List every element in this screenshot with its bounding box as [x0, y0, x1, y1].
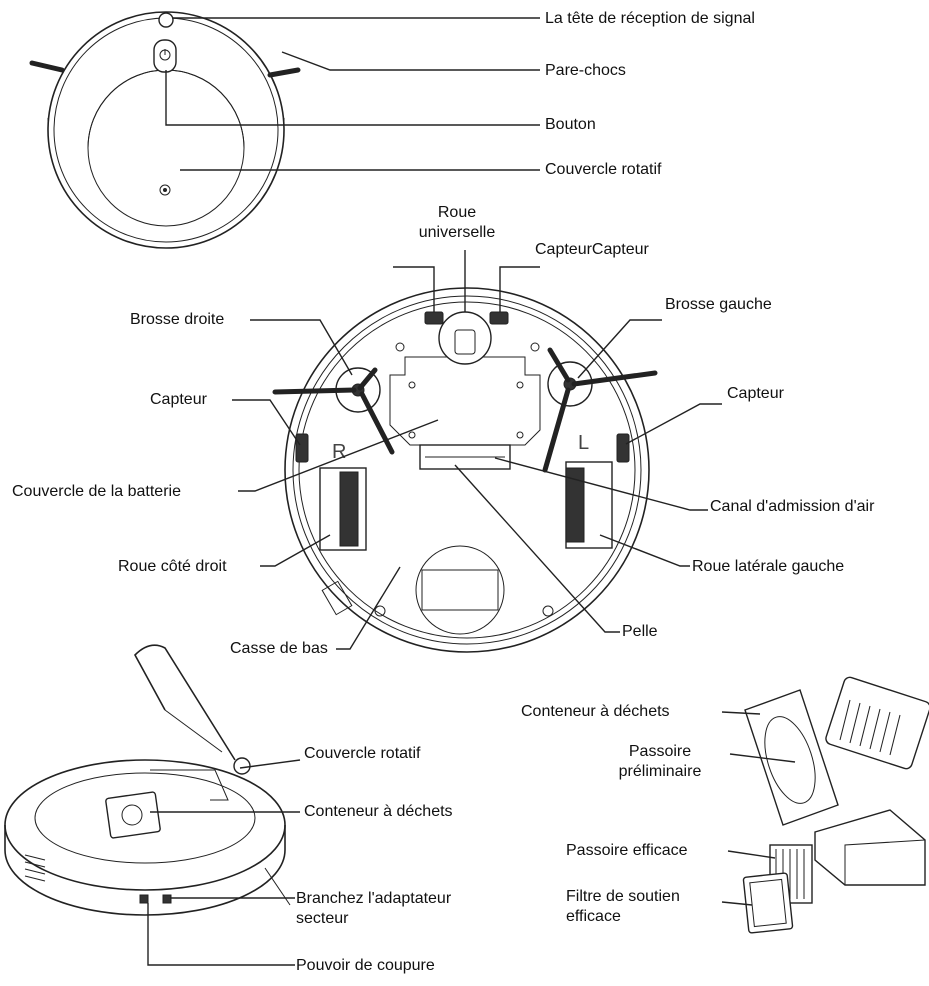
label-filter-support: Filtre de soutien efficace [566, 888, 680, 925]
label-left-brush: Brosse gauche [665, 296, 772, 313]
label-air-intake: Canal d'admission d'air [710, 498, 875, 515]
top-view-robot [29, 11, 301, 249]
label-scoop: Pelle [622, 623, 658, 640]
label-button: Bouton [545, 116, 596, 133]
label-signal-head: La tête de réception de signal [545, 10, 755, 27]
bottom-view-robot: R L [272, 287, 658, 653]
top-view-leaders [165, 17, 540, 171]
label-sensor-left: Capteur [150, 391, 207, 408]
dustbin-exploded [742, 676, 929, 934]
label-battery-cover: Couvercle de la batterie [12, 483, 181, 500]
label-universal-wheel: Roue universelle [418, 204, 496, 241]
label-dustbin-side: Conteneur à déchets [304, 803, 453, 820]
label-hepa-filter: Passoire efficace [566, 842, 688, 859]
label-dustbin-exploded: Conteneur à déchets [521, 703, 670, 720]
dustbin-leaders [721, 711, 796, 906]
label-pre-filter: Passoire préliminaire [618, 743, 702, 780]
label-sensor-pair: CapteurCapteur [535, 241, 649, 258]
mark-l: L [578, 432, 589, 454]
label-bottom-case: Casse de bas [230, 640, 328, 657]
label-right-brush: Brosse droite [130, 311, 225, 328]
label-bumper: Pare-chocs [545, 62, 626, 79]
label-rotating-cover-side: Couvercle rotatif [304, 745, 421, 762]
label-adapter: Branchez l'adaptateur secteur [296, 890, 452, 927]
side-view-robot [4, 644, 291, 916]
label-right-wheel: Roue côté droit [118, 558, 227, 575]
label-sensor-right: Capteur [727, 385, 784, 402]
side-view-leaders [147, 759, 301, 966]
label-left-wheel: Roue latérale gauche [692, 558, 845, 575]
bottom-view-leaders [232, 250, 722, 650]
label-power: Pouvoir de coupure [296, 957, 435, 974]
label-rotating-cover-top: Couvercle rotatif [545, 161, 662, 178]
